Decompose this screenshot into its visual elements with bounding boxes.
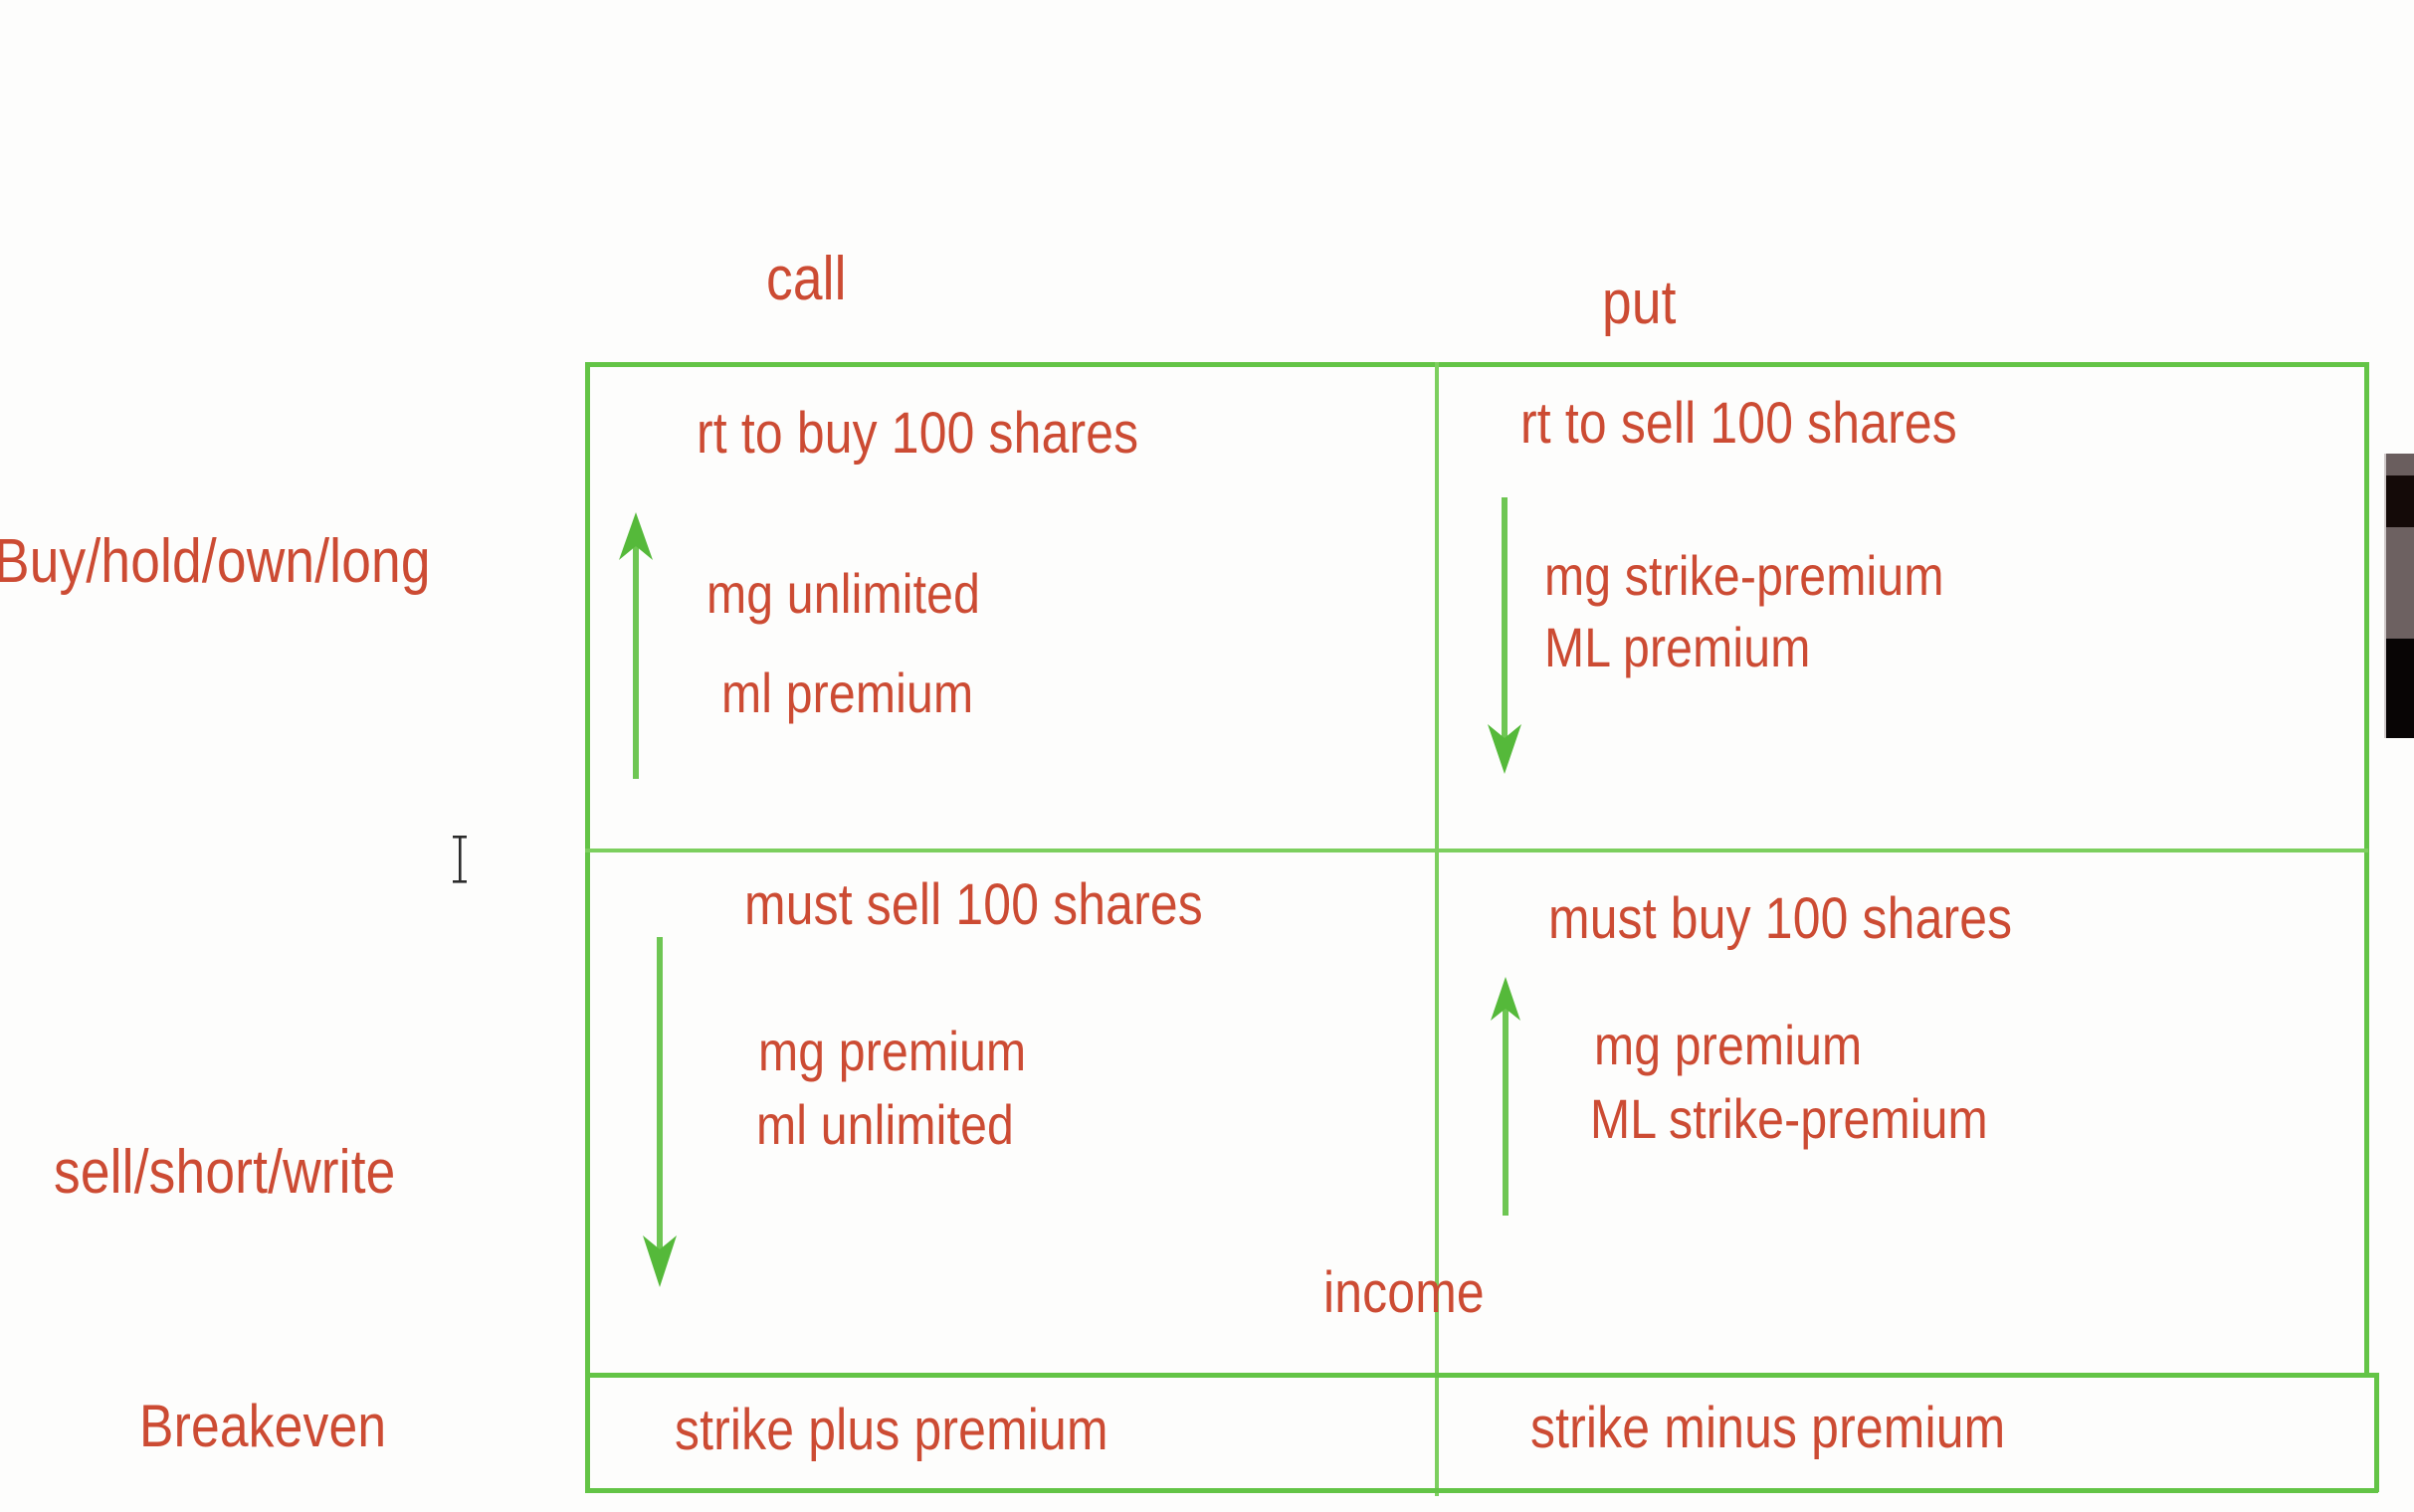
text-cursor: [450, 834, 470, 885]
annotation-income: income: [1323, 1260, 1485, 1325]
row-header-long: Buy/hold/own/long: [0, 527, 431, 596]
cell-short-call-max-loss: ml unlimited: [756, 1093, 1015, 1156]
column-header-put: put: [1602, 269, 1677, 337]
cell-short-put-max-loss: ML strike-premium: [1590, 1087, 1988, 1150]
grid-line-top: [585, 362, 2368, 367]
cell-long-put-title: rt to sell 100 shares: [1520, 391, 1957, 456]
grid-line-left: [585, 362, 590, 1375]
cell-breakeven-call: strike plus premium: [675, 1398, 1108, 1462]
cell-breakeven-put: strike minus premium: [1530, 1396, 2006, 1460]
grid-line-right: [2364, 362, 2369, 1375]
cell-long-put-max-gain: mg strike-premium: [1544, 544, 1944, 607]
cell-long-call-max-loss: ml premium: [721, 662, 974, 724]
cell-long-call-title: rt to buy 100 shares: [697, 401, 1139, 466]
grid-line-breakeven-bottom: [585, 1488, 2378, 1493]
grid-divider-columns: [1435, 362, 1439, 1496]
up-arrow-icon: [1479, 977, 1532, 1216]
down-arrow-icon: [1478, 497, 1531, 774]
cell-short-call-title: must sell 100 shares: [744, 872, 1203, 937]
cell-short-put-max-gain: mg premium: [1594, 1014, 1863, 1076]
grid-line-breakeven-left: [585, 1373, 590, 1492]
cell-short-put-title: must buy 100 shares: [1548, 886, 2013, 951]
row-header-breakeven: Breakeven: [139, 1393, 387, 1459]
row-header-short: sell/short/write: [54, 1138, 396, 1207]
column-header-call: call: [766, 245, 847, 313]
up-arrow-icon: [609, 512, 663, 779]
video-frame-edge: [2384, 454, 2414, 738]
down-arrow-icon: [633, 937, 687, 1287]
grid-line-breakeven-top: [585, 1373, 2378, 1378]
cell-long-put-max-loss: ML premium: [1544, 616, 1811, 678]
cell-long-call-max-gain: mg unlimited: [706, 562, 981, 625]
cell-short-call-max-gain: mg premium: [758, 1020, 1027, 1082]
grid-divider-rows: [585, 849, 2368, 852]
grid-line-breakeven-right: [2374, 1373, 2379, 1492]
